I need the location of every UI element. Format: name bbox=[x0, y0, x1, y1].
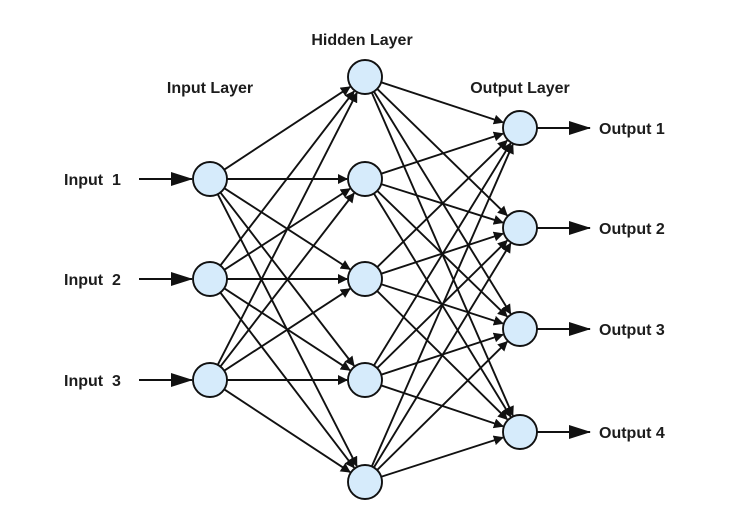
output-layer-title: Output Layer bbox=[470, 80, 570, 97]
hidden-node-2 bbox=[347, 161, 383, 197]
hidden-node-5 bbox=[347, 464, 383, 500]
input-node-1 bbox=[192, 161, 228, 197]
connection-edges bbox=[216, 81, 514, 478]
input-label-1: Input 1 bbox=[64, 172, 121, 189]
edge-hidden-4-output-1 bbox=[373, 142, 512, 367]
edge-input-3-hidden-5 bbox=[223, 388, 351, 473]
edge-input-1-hidden-1 bbox=[223, 86, 351, 171]
output-node-1 bbox=[502, 110, 538, 146]
neurons bbox=[192, 59, 538, 500]
edge-hidden-5-output-2 bbox=[373, 242, 512, 468]
input-label-3: Input 3 bbox=[64, 373, 121, 390]
hidden-node-4 bbox=[347, 362, 383, 398]
hidden-layer-title: Hidden Layer bbox=[311, 32, 412, 49]
edge-input-2-hidden-1 bbox=[219, 90, 355, 267]
input-layer-title: Input Layer bbox=[167, 80, 253, 97]
output-node-3 bbox=[502, 311, 538, 347]
edge-hidden-3-output-1 bbox=[376, 139, 508, 268]
edge-input-3-hidden-3 bbox=[223, 288, 351, 372]
output-node-4 bbox=[502, 414, 538, 450]
io-arrows bbox=[139, 121, 591, 439]
output-label-4: Output 4 bbox=[599, 425, 665, 442]
edge-hidden-1-output-2 bbox=[376, 88, 508, 217]
output-node-2 bbox=[502, 210, 538, 246]
input-label-2: Input 2 bbox=[64, 272, 121, 289]
edge-hidden-5-output-3 bbox=[376, 340, 508, 471]
edge-hidden-5-output-4 bbox=[380, 435, 504, 478]
output-label-2: Output 2 bbox=[599, 221, 665, 238]
hidden-node-3 bbox=[347, 261, 383, 297]
edge-input-3-hidden-2 bbox=[219, 192, 355, 368]
input-node-3 bbox=[192, 362, 228, 398]
output-label-1: Output 1 bbox=[599, 121, 665, 138]
output-label-3: Output 3 bbox=[599, 322, 665, 339]
edge-input-3-hidden-1 bbox=[216, 92, 358, 366]
edge-hidden-1-output-1 bbox=[380, 81, 504, 125]
input-node-2 bbox=[192, 261, 228, 297]
edge-hidden-5-output-1 bbox=[370, 143, 514, 467]
hidden-node-1 bbox=[347, 59, 383, 95]
edge-hidden-2-output-1 bbox=[380, 131, 504, 175]
